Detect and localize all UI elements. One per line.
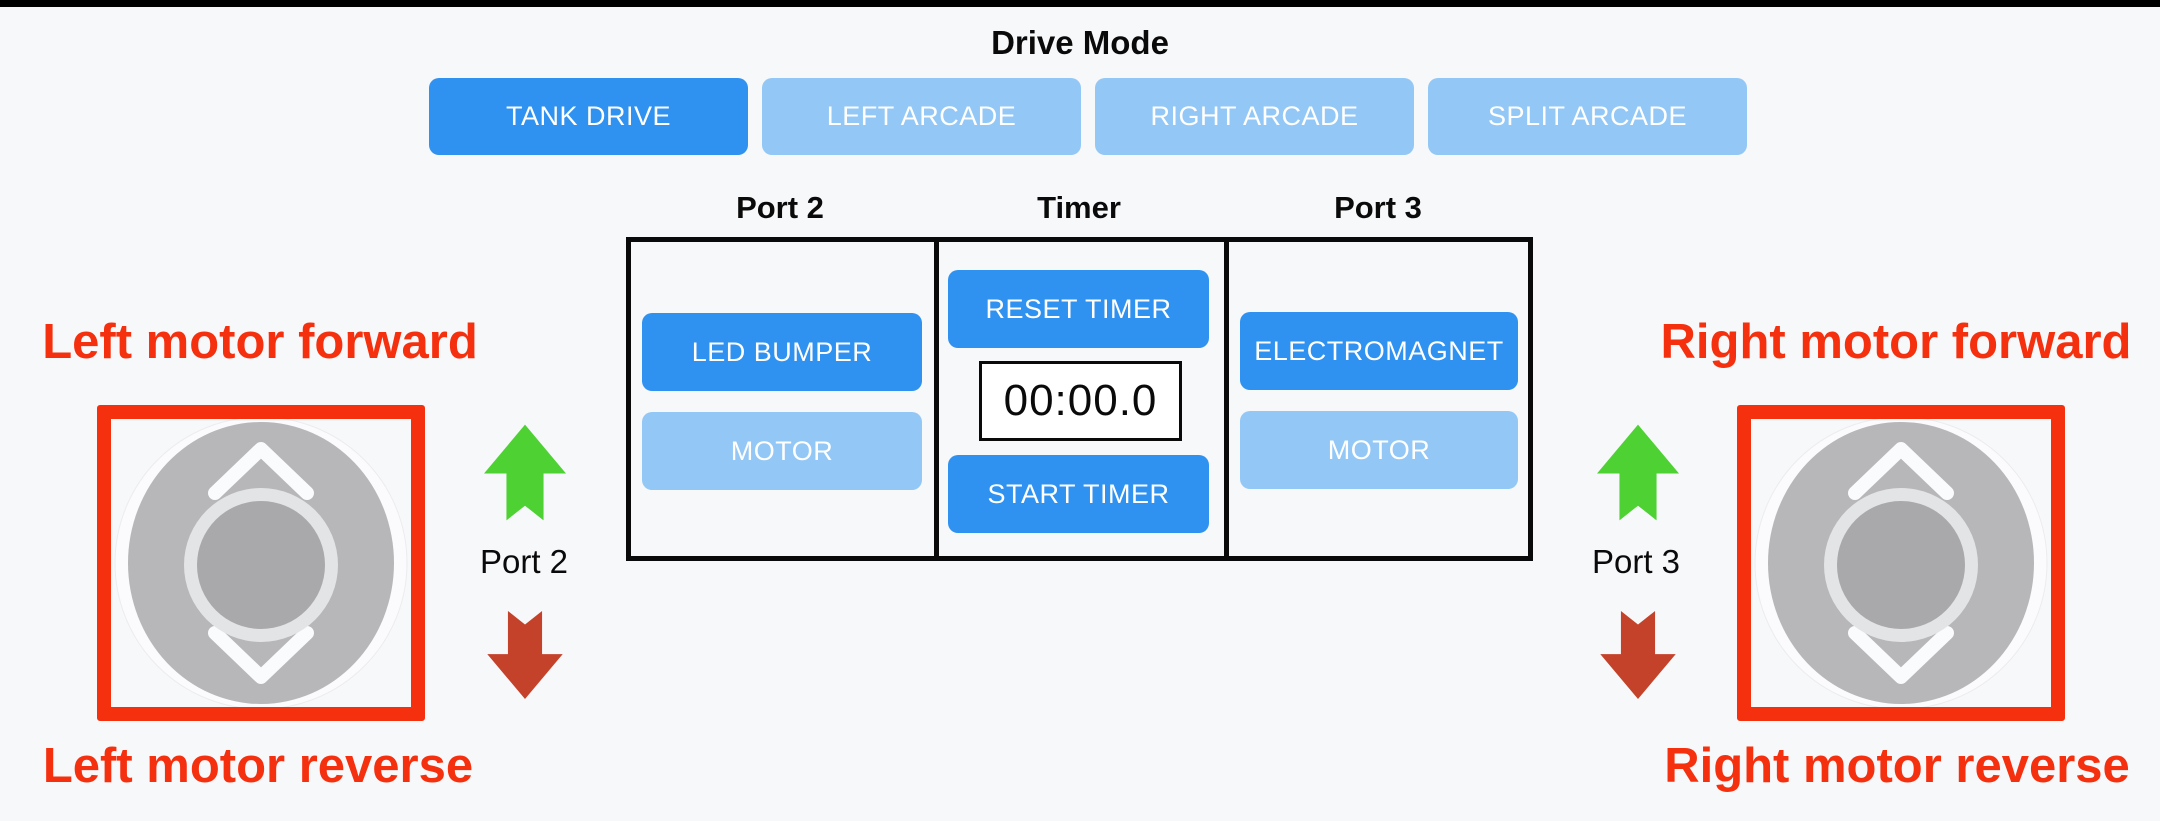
up-arrow-icon bbox=[484, 424, 566, 521]
timer-display: 00:00.0 bbox=[979, 361, 1182, 441]
joystick-knob bbox=[197, 501, 325, 629]
start-timer-button[interactable]: START TIMER bbox=[948, 455, 1209, 533]
down-arrow-icon bbox=[487, 611, 563, 699]
chevron-down-icon bbox=[1848, 626, 1954, 684]
tank-drive-button[interactable]: TANK DRIVE bbox=[429, 78, 748, 155]
left-port-label: Port 2 bbox=[479, 543, 569, 580]
control-panel: LED BUMPER MOTOR RESET TIMER 00:00.0 STA… bbox=[626, 237, 1533, 561]
split-arcade-button[interactable]: SPLIT ARCADE bbox=[1428, 78, 1747, 155]
port2-motor-button[interactable]: MOTOR bbox=[642, 412, 922, 490]
chevron-up-icon bbox=[1848, 442, 1954, 500]
drive-mode-title: Drive Mode bbox=[991, 24, 1169, 61]
right-joystick-highlight-box bbox=[1737, 405, 2065, 721]
port2-section-header: Port 2 bbox=[736, 190, 824, 225]
chevron-down-icon bbox=[208, 626, 314, 684]
right-arcade-button[interactable]: RIGHT ARCADE bbox=[1095, 78, 1414, 155]
right-motor-reverse-label: Right motor reverse bbox=[1664, 739, 2130, 793]
left-joystick-highlight-box bbox=[97, 405, 425, 721]
right-joystick[interactable] bbox=[1751, 419, 2051, 707]
reset-timer-button[interactable]: RESET TIMER bbox=[948, 270, 1209, 348]
right-port-label: Port 3 bbox=[1591, 543, 1681, 580]
left-motor-forward-label: Left motor forward bbox=[42, 315, 478, 369]
chevron-up-icon bbox=[208, 442, 314, 500]
panel-divider bbox=[1224, 242, 1229, 556]
timer-section-header: Timer bbox=[1037, 190, 1121, 225]
left-motor-reverse-label: Left motor reverse bbox=[42, 739, 474, 793]
joystick-knob bbox=[1837, 501, 1965, 629]
port3-motor-button[interactable]: MOTOR bbox=[1240, 411, 1518, 489]
up-arrow-icon bbox=[1597, 424, 1679, 521]
left-joystick[interactable] bbox=[111, 419, 411, 707]
right-motor-forward-label: Right motor forward bbox=[1660, 315, 2132, 369]
led-bumper-button[interactable]: LED BUMPER bbox=[642, 313, 922, 391]
left-arcade-button[interactable]: LEFT ARCADE bbox=[762, 78, 1081, 155]
drive-mode-button-group: TANK DRIVE LEFT ARCADE RIGHT ARCADE SPLI… bbox=[429, 78, 1747, 155]
top-bar bbox=[0, 0, 2160, 7]
electromagnet-button[interactable]: ELECTROMAGNET bbox=[1240, 312, 1518, 390]
port3-section-header: Port 3 bbox=[1334, 190, 1422, 225]
down-arrow-icon bbox=[1600, 611, 1676, 699]
panel-divider bbox=[934, 242, 939, 556]
